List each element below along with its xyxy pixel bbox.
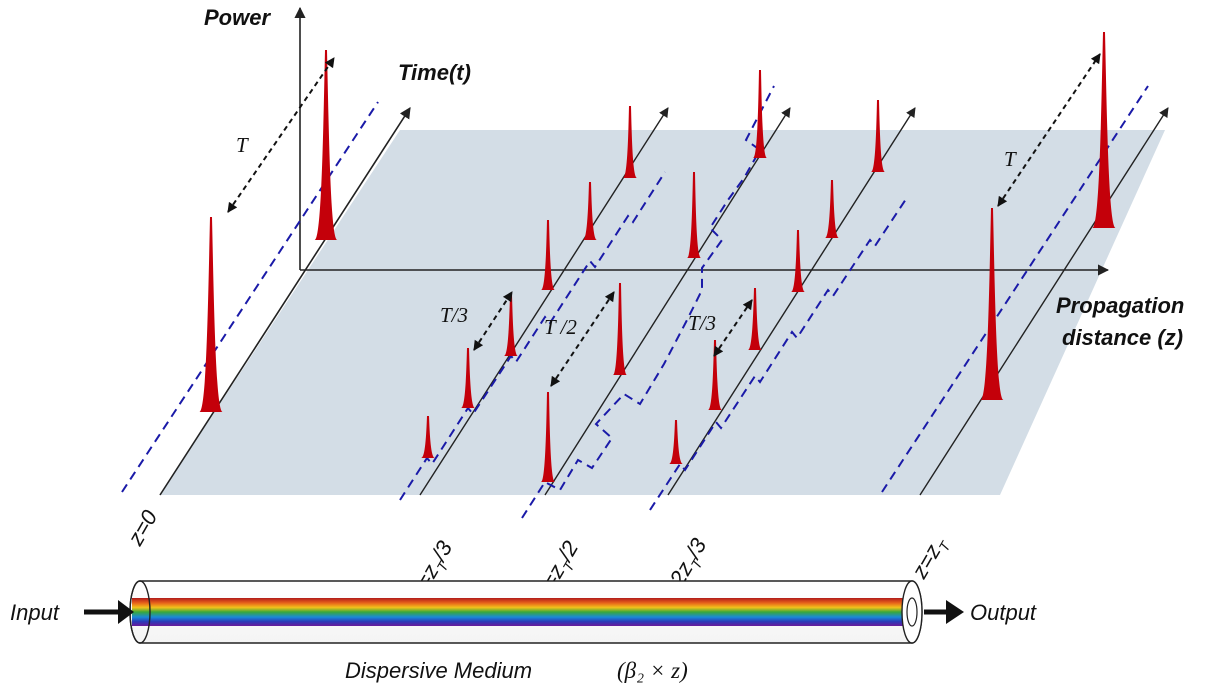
period-arrow-half xyxy=(550,291,615,387)
fiber-rainbow-core xyxy=(132,598,912,626)
pulse-z-two-thirds-6 xyxy=(871,100,885,172)
period-arrow-input xyxy=(227,57,335,213)
power-axis-label: Power xyxy=(204,5,271,30)
dashed-envelope-z-half xyxy=(521,85,775,519)
medium-formula: (β₂ × z) xyxy=(617,658,688,683)
period-label-output: T xyxy=(1004,147,1017,171)
pulse-z-half-4 xyxy=(753,70,767,158)
period-arrow-third-a xyxy=(473,291,513,351)
position-label-zt: z=zT xyxy=(906,531,954,585)
dashed-envelope-z-third xyxy=(399,171,666,501)
input-label: Input xyxy=(10,600,60,625)
period-label-third-b: T/3 xyxy=(688,311,716,335)
time-distance-plane xyxy=(160,130,1165,495)
period-arrow-third-b xyxy=(713,299,753,357)
time-axis-z0 xyxy=(159,107,411,496)
pulse-z-half-2 xyxy=(613,283,627,375)
time-axis-z-half xyxy=(544,107,791,496)
pulse-z-third-4 xyxy=(541,220,555,290)
dashed-line-z0 xyxy=(121,101,379,493)
dispersive-medium-fiber xyxy=(129,580,923,644)
dashed-envelope-z-two-thirds xyxy=(649,195,909,511)
pulse-z-two-thirds-2 xyxy=(708,340,722,410)
pulse-z-two-thirds-4 xyxy=(791,230,805,292)
time-axis-zt xyxy=(919,107,1169,496)
dashed-line-zt xyxy=(881,85,1149,493)
pulse-z-two-thirds-3 xyxy=(748,288,762,350)
svg-text:z=0: z=0 xyxy=(122,505,163,550)
pulse-input-2 xyxy=(314,50,338,240)
pulse-z-two-thirds-1 xyxy=(669,420,683,464)
distance-axis-label-line2: distance (z) xyxy=(1062,325,1183,350)
svg-text:z=zT: z=zT xyxy=(906,531,954,585)
medium-name: Dispersive Medium xyxy=(345,658,532,683)
pulse-z-two-thirds-5 xyxy=(825,180,839,238)
distance-axis-label-line1: Propagation xyxy=(1056,293,1184,318)
output-label: Output xyxy=(970,600,1037,625)
period-arrow-output xyxy=(997,53,1101,207)
pulse-z-third-6 xyxy=(623,106,637,178)
period-label-input: T xyxy=(236,133,249,157)
fiber-output-core xyxy=(906,597,918,627)
pulse-z-half-1 xyxy=(541,392,555,482)
period-label-third-a: T/3 xyxy=(440,303,468,327)
input-arrow-head xyxy=(118,600,134,624)
time-axes-group xyxy=(159,107,1169,496)
pulse-z-half-3 xyxy=(687,172,701,258)
time-axis-label: Time(t) xyxy=(398,60,471,85)
pulse-output-2 xyxy=(1092,32,1116,228)
period-label-half: T /2 xyxy=(544,315,577,339)
pulse-z-third-5 xyxy=(583,182,597,240)
period-arrows xyxy=(227,53,1101,387)
pulse-z-third-2 xyxy=(461,348,475,408)
pulse-output-1 xyxy=(980,208,1004,400)
pulse-input-1 xyxy=(199,217,223,412)
pulse-z-third-1 xyxy=(421,416,435,458)
output-arrow-head xyxy=(946,600,964,624)
position-label-z0: z=0 xyxy=(122,505,163,550)
time-axis-z-two-thirds xyxy=(667,107,916,496)
dashed-envelopes xyxy=(121,85,1149,519)
